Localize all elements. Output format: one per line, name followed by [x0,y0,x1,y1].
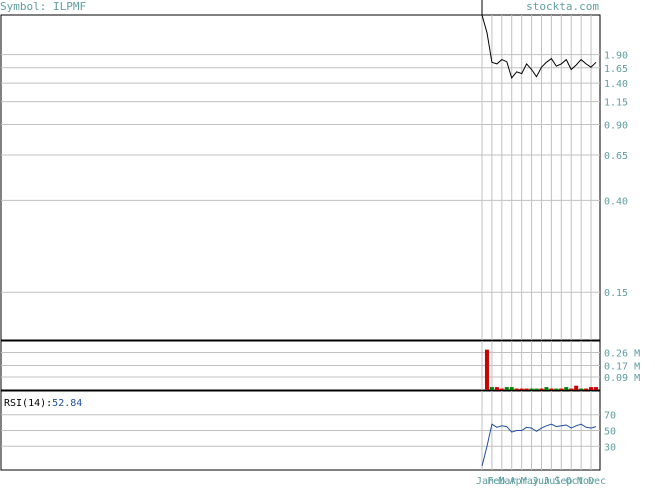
volume-bar [534,388,539,390]
volume-panel: 0.26 M 0.17 M0.09 M [0,340,640,391]
x-tick-label: Jun [532,476,550,486]
volume-bar [574,385,579,390]
volume-tick-label: 0.26 M [604,349,640,360]
volume-bar [524,388,529,390]
x-tick-label: Nov [577,476,595,486]
volume-bar [489,387,494,390]
volume-bar [564,387,569,390]
volume-bar [569,388,574,390]
volume-bar [509,387,514,390]
rsi-label: RSI(14):52.84 [4,398,82,409]
volume-bar [529,388,534,390]
volume-bar [539,388,544,390]
price-tick-label: 0.40 [604,196,628,207]
rsi-tick-label: 30 [604,442,616,453]
x-tick-label: Mar [498,476,516,486]
price-panel-frame [0,14,601,341]
x-tick-label: May [521,476,539,486]
volume-bar [584,388,589,390]
x-tick-label: Apr [510,476,528,486]
price-tick-label: 1.90 [604,51,628,62]
volume-bar [559,388,564,390]
symbol-label: Symbol: ILPMF [0,0,86,13]
x-tick-label: Sep [554,476,572,486]
volume-bar [519,388,524,390]
x-tick-label: Feb [487,476,505,486]
volume-bar [594,387,598,390]
volume-bar [549,388,554,390]
volume-bar [579,388,584,390]
volume-bar [514,388,519,390]
price-tick-label: 1.65 [604,64,628,75]
price-panel: 1.90 1.65 1.40 1.15 0.90 0.65 0.40 0.15 [0,0,628,341]
volume-bar [554,388,559,390]
volume-bar [494,387,499,390]
volume-tick-label: 0.17 M [604,362,640,373]
x-tick-label: Jan [476,476,494,486]
price-tick-label: 0.90 [604,121,628,132]
x-tick-label: Dec [588,476,606,486]
price-tick-label: 0.65 [604,151,628,162]
rsi-tick-label: 50 [604,427,616,438]
volume-bar [499,388,504,390]
rsi-label-prefix: RSI(14): [4,398,52,409]
price-series-line [481,0,597,80]
x-tick-label: Jul [543,476,561,486]
volume-tick-label: 0.09 M [604,373,640,384]
rsi-series-line [481,423,597,467]
x-tick-label: Oct [566,476,584,486]
volume-bar [589,387,594,390]
volume-bar [544,387,549,390]
volume-bar [484,349,489,390]
price-tick-label: 0.15 [604,288,628,299]
rsi-value: 52.84 [52,398,82,409]
price-tick-label: 1.40 [604,79,628,90]
rsi-panel: RSI(14):52.84 70 50 30 [0,390,616,471]
brand-label: stockta.com [526,0,599,13]
volume-bar [504,387,509,390]
rsi-tick-label: 70 [604,411,616,422]
price-tick-label: 1.15 [604,98,628,109]
